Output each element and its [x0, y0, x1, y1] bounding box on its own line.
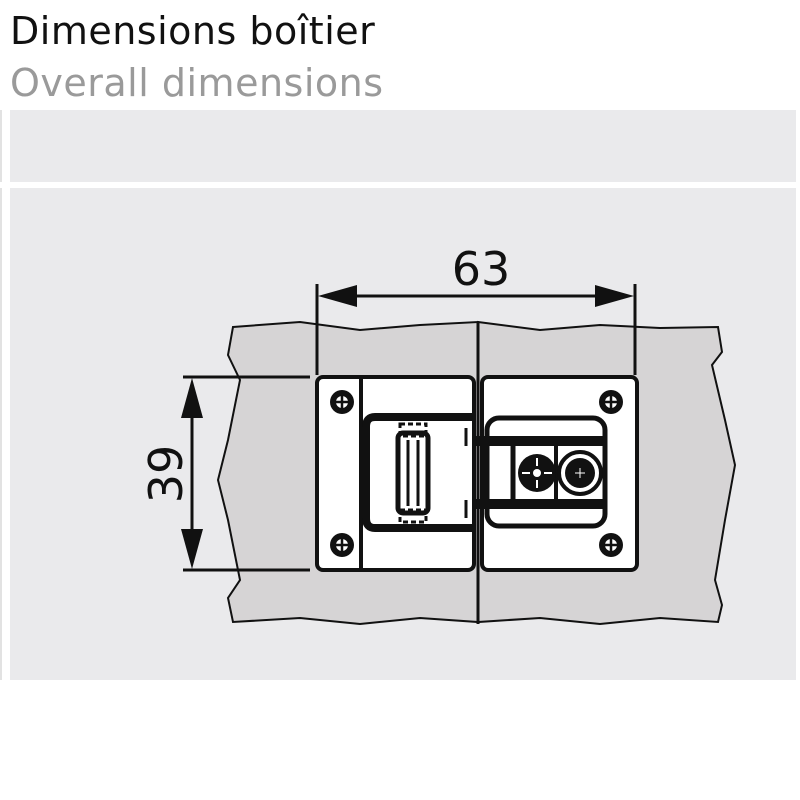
- left-hinge-plate: [315, 375, 476, 572]
- arrow-left-icon: [318, 285, 357, 307]
- cam-screw-icon: [518, 454, 556, 492]
- screw-icon: [599, 390, 623, 414]
- arrow-right-icon: [595, 285, 634, 307]
- title-fr: Dimensions boîtier: [10, 9, 376, 53]
- panel-edge: [0, 188, 2, 680]
- header-band: [10, 110, 796, 182]
- arrow-down-icon: [181, 529, 203, 569]
- dimension-width-label: 63: [452, 242, 511, 296]
- screw-icon: [330, 390, 354, 414]
- title-en: Overall dimensions: [10, 61, 384, 105]
- screw-icon: [330, 533, 354, 557]
- screw-icon: [599, 533, 623, 557]
- arrow-up-icon: [181, 378, 203, 418]
- panel-edge: [0, 110, 2, 182]
- dimension-width: 63: [315, 242, 637, 375]
- dimension-height: 39: [139, 375, 310, 572]
- dimension-height-label: 39: [139, 445, 193, 504]
- mounting-screw-icon: [557, 450, 603, 496]
